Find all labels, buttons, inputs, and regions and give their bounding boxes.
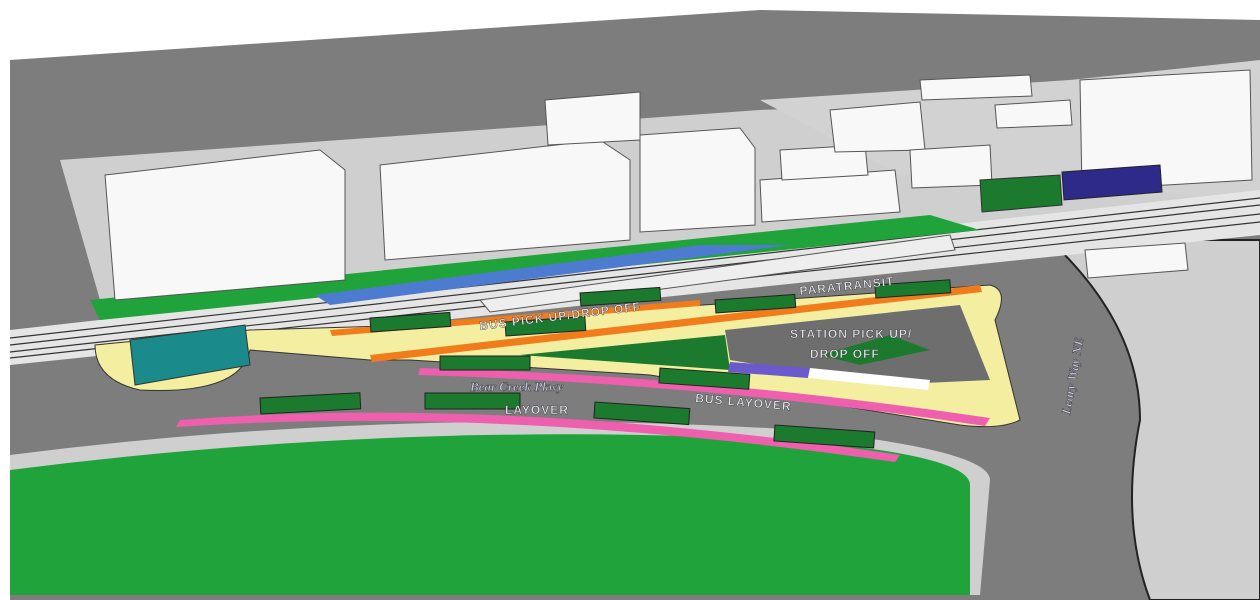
teal-garage	[129, 324, 251, 386]
bus	[579, 286, 662, 307]
label-station-pickup-2: DROP OFF	[810, 347, 880, 361]
buildings	[104, 69, 1253, 301]
label-bear-creek-pkwy: Bear Creek Pkwy	[469, 379, 563, 394]
layover-curb-lower	[176, 412, 900, 462]
accessible-stalls	[728, 362, 810, 378]
bus	[424, 392, 521, 410]
bus	[504, 315, 587, 337]
plaza-planting	[520, 335, 730, 370]
bus	[874, 279, 952, 299]
parking-stalls	[808, 368, 930, 390]
bus	[439, 355, 531, 371]
bus	[593, 401, 691, 426]
label-layover: LAYOVER	[505, 403, 569, 417]
layover-curb-upper	[418, 368, 990, 426]
foreground-lawn	[10, 434, 970, 595]
bus	[658, 367, 751, 390]
rail-corridor	[10, 190, 1260, 365]
blue-building	[1061, 164, 1163, 201]
bus	[714, 293, 797, 314]
bus	[369, 311, 452, 333]
buses	[259, 279, 952, 449]
bus-lane-orange	[370, 285, 982, 362]
lot-island	[820, 335, 930, 365]
green-building	[979, 174, 1063, 213]
bus	[259, 392, 362, 415]
station-platform-canopy	[315, 245, 790, 305]
label-station-pickup-1: STATION PICK UP/	[790, 327, 912, 341]
bus	[773, 424, 876, 449]
